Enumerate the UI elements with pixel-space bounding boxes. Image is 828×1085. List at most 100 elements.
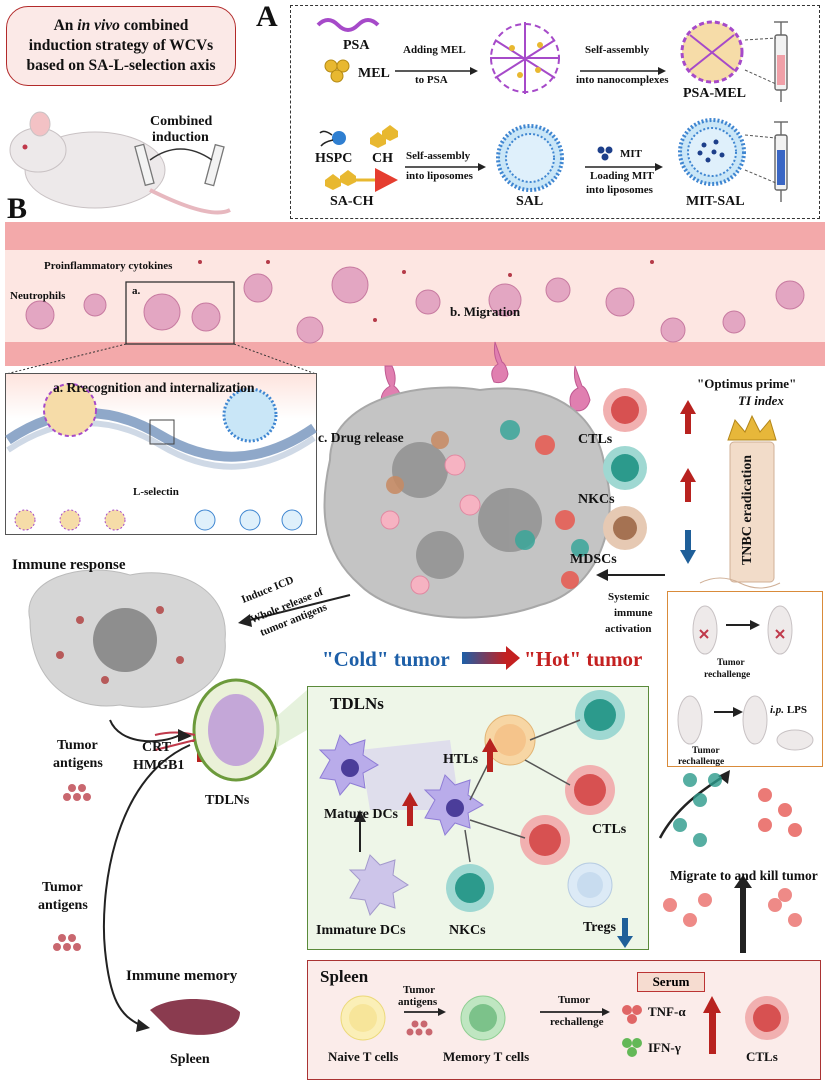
label-memory-t: Memory T cells [443, 1049, 530, 1064]
label-systemic-3: activation [605, 623, 652, 635]
lymph-node-icon [154, 678, 280, 782]
vessel-bottom-wall [5, 342, 825, 366]
serum-box: Serum [637, 972, 705, 992]
label-nkcs-right: NKCs [578, 492, 615, 507]
sa-ch-icon [325, 168, 398, 192]
label-adding-mel-1: Adding MEL [403, 44, 466, 56]
label-spleen-antigens-1: Tumor [403, 984, 435, 996]
ifn-icon [622, 1038, 642, 1057]
inset-psa-mel [43, 383, 97, 437]
inset-mit-sal [222, 387, 278, 443]
label-self-assembly-nc-1: Self-assembly [585, 44, 650, 56]
psa-network-icon [490, 22, 560, 94]
up-arrow-dc-icon [402, 792, 418, 826]
label-mit-sal: MIT-SAL [686, 194, 745, 209]
label-lps-text: LPS [784, 704, 807, 716]
lselectin-zoom [149, 419, 175, 445]
label-mit: MIT [620, 148, 642, 160]
label-ti-index: TI index [738, 393, 784, 408]
label-immune-memory: Immune memory [126, 968, 238, 984]
vessel-top-wall [5, 222, 825, 250]
label-loading-mit-2: into liposomes [586, 184, 653, 196]
ch-icon [370, 125, 398, 148]
up-arrow-nkc-icon [680, 468, 696, 502]
label-mdscs-right: MDSCs [570, 552, 617, 567]
tumor-antigens-2-icon [53, 934, 81, 951]
label-tumor-antigens-2a: Tumor [42, 880, 83, 895]
label-spleen-rechallenge-1: Tumor [558, 994, 590, 1006]
label-spleen-left: Spleen [170, 1052, 210, 1067]
label-migration: b. Migration [450, 304, 521, 319]
label-lps-italic: i.p. [770, 704, 785, 716]
immature-dc-icon [348, 854, 409, 917]
label-tumor-antigens-1a: Tumor [57, 738, 98, 753]
dc2-icon [423, 774, 484, 837]
label-self-assembly-lipo-2: into liposomes [406, 170, 473, 182]
label-cold-tumor: "Cold" tumor [322, 647, 450, 671]
title-line1-post: combined [119, 17, 189, 34]
label-sa-ch: SA-CH [330, 194, 374, 209]
tumor-antigens-1-icon [63, 784, 91, 801]
psa-mel-icon [680, 20, 744, 84]
label-drug-release: c. Drug release [318, 430, 404, 445]
title-line2: induction strategy of WCVs [28, 37, 214, 54]
rechallenge-mice-icon [677, 605, 814, 751]
panel-letter-a: A [256, 0, 278, 33]
label-adding-mel-2: to PSA [415, 74, 448, 86]
label-immature-dcs: Immature DCs [316, 923, 406, 938]
tnbc-pillar [729, 441, 775, 583]
spleen-icon [150, 998, 240, 1035]
title-box: An in vivo combined induction strategy o… [6, 6, 236, 86]
mature-dc-icon [318, 734, 379, 797]
label-optimus: "Optimus prime" [697, 376, 797, 391]
label-immune-response: Immune response [12, 557, 126, 573]
label-nkcs-tdln: NKCs [449, 923, 486, 938]
label-ctls-spleen: CTLs [746, 1049, 778, 1064]
mit-sal-icon [678, 118, 746, 186]
label-psa-mel: PSA-MEL [683, 86, 746, 101]
label-cytokines: Proinflammatory cytokines [44, 260, 173, 272]
vessel-lumen [5, 250, 825, 342]
syringe-3-icon [134, 143, 225, 187]
migrating-nkc-cells [673, 773, 722, 847]
label-spleen-antigens-2: antigens [398, 996, 438, 1008]
label-rechallenge-2a: Tumor [692, 746, 720, 756]
label-lps: i.p. LPS [770, 704, 807, 716]
down-arrow-mdsc-icon [680, 530, 696, 564]
label-hot-tumor: "Hot" tumor [524, 647, 643, 671]
label-tumor-antigens-1b: antigens [53, 756, 103, 771]
label-tregs: Tregs [583, 920, 616, 935]
syringe-icon [774, 21, 788, 102]
label-tdlns-left: TDLNs [205, 793, 250, 808]
label-ch: CH [372, 151, 393, 166]
label-neutrophils: Neutrophils [10, 290, 66, 302]
sal-liposome-icon [496, 124, 564, 192]
label-lselectin: L-selectin [133, 486, 179, 498]
label-spleen-rechallenge-2: rechallenge [550, 1016, 604, 1028]
neutrophil-cells [25, 266, 805, 344]
label-tumor-antigens-2b: antigens [38, 898, 88, 913]
label-spleen-title: Spleen [320, 967, 369, 986]
spleen-antigens-icon [406, 1020, 433, 1036]
label-self-assembly-nc-2: into nanocomplexes [576, 74, 669, 86]
mouse-icon [9, 111, 231, 215]
label-sal: SAL [516, 194, 544, 209]
label-migrate-kill: Migrate to and kill tumor [670, 868, 818, 883]
up-arrow-ctl-icon [680, 400, 696, 434]
title-line1-pre: An [53, 17, 78, 34]
label-ctls-tdln: CTLs [592, 822, 627, 837]
label-systemic-2: immune [614, 607, 653, 619]
tnf-icon [622, 1005, 642, 1024]
panel-letter-b: B [7, 192, 28, 225]
mit-icon [597, 146, 613, 161]
label-systemic-1: Systemic [608, 591, 650, 603]
label-hmgb1: HMGB1 [133, 758, 185, 773]
mel-icon [324, 59, 350, 83]
